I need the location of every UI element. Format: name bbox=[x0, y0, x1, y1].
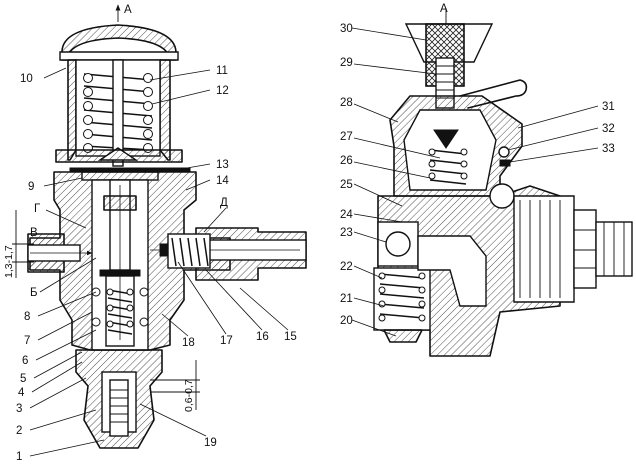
letter-d: Д bbox=[220, 197, 228, 209]
right-leaders bbox=[351, 27, 599, 337]
callout-19: 19 bbox=[204, 437, 217, 449]
callout-4: 4 bbox=[18, 387, 25, 399]
adjusting-screw bbox=[109, 379, 129, 437]
top-screw-thread bbox=[436, 65, 454, 99]
section-mark-a-left: А bbox=[124, 4, 132, 16]
bottom-plug-20 bbox=[383, 329, 423, 343]
upper-valve-cone bbox=[433, 129, 459, 149]
right-valve-view: А bbox=[340, 3, 633, 357]
callout-28: 28 bbox=[340, 97, 353, 109]
spring-guide-rod bbox=[112, 59, 124, 167]
pin-32 bbox=[498, 146, 510, 158]
side-seal-ring-c bbox=[139, 287, 149, 297]
callout-21: 21 bbox=[340, 293, 353, 305]
side-channel bbox=[417, 235, 487, 307]
callout-22: 22 bbox=[340, 261, 353, 273]
callout-13: 13 bbox=[216, 159, 229, 171]
lower-spring bbox=[106, 288, 134, 335]
callout-33: 33 bbox=[602, 143, 615, 155]
callout-2: 2 bbox=[16, 425, 22, 437]
callout-31: 31 bbox=[602, 101, 615, 113]
callout-32: 32 bbox=[602, 123, 615, 135]
callout-9: 9 bbox=[28, 181, 34, 193]
pin-33 bbox=[499, 159, 511, 167]
callout-11: 11 bbox=[216, 65, 228, 77]
inlet-port-v bbox=[27, 233, 93, 273]
callout-16: 16 bbox=[256, 331, 269, 343]
ball-23 bbox=[385, 231, 411, 257]
callout-7: 7 bbox=[24, 335, 30, 347]
callout-25: 25 bbox=[340, 179, 353, 191]
letter-b: Б bbox=[30, 287, 38, 299]
section-mark-a-right: А bbox=[440, 3, 448, 15]
upper-small-spring bbox=[428, 148, 468, 185]
letter-v: В bbox=[30, 227, 38, 239]
callout-12: 12 bbox=[216, 85, 229, 97]
callout-20: 20 bbox=[340, 315, 353, 327]
dimension-1-3-1-7: 1,3-1,7 bbox=[3, 210, 34, 278]
side-bore bbox=[489, 183, 515, 209]
dim-0-6-0-7-text: 0,6-0,7 bbox=[183, 379, 195, 412]
dim-1-3-1-7-text: 1,3-1,7 bbox=[3, 245, 15, 278]
side-seal-ring-d bbox=[139, 317, 149, 327]
callout-15: 15 bbox=[284, 331, 297, 343]
callout-24: 24 bbox=[340, 209, 353, 221]
letter-g: Г bbox=[34, 203, 41, 215]
top-bonnet-cavity bbox=[403, 109, 497, 191]
section-arrow-a-left: А bbox=[115, 4, 132, 22]
callout-30: 30 bbox=[340, 23, 353, 35]
left-leaders bbox=[29, 67, 289, 457]
section-arrow-a-right: А bbox=[440, 3, 448, 24]
side-seal-ring-b bbox=[91, 317, 101, 327]
relief-valve-assembly bbox=[159, 233, 211, 269]
dome-cap-rim bbox=[59, 51, 179, 61]
cover-flange bbox=[55, 149, 183, 163]
callout-3: 3 bbox=[16, 403, 22, 415]
callout-17: 17 bbox=[220, 335, 233, 347]
dimension-0-6-0-7: 0,6-0,7 bbox=[150, 360, 200, 412]
callout-26: 26 bbox=[340, 155, 353, 167]
callout-23: 23 bbox=[340, 227, 353, 239]
callout-1: 1 bbox=[16, 451, 22, 463]
adjusting-screw-thread bbox=[110, 389, 128, 423]
callout-6: 6 bbox=[22, 355, 28, 367]
callout-10: 10 bbox=[20, 73, 33, 85]
left-valve-view: А bbox=[3, 4, 307, 463]
release-lever bbox=[459, 79, 528, 109]
callout-14: 14 bbox=[216, 175, 229, 187]
right-fitting bbox=[513, 195, 633, 303]
callout-29: 29 bbox=[340, 57, 353, 69]
callout-8: 8 bbox=[24, 311, 30, 323]
outlet-pipe-right bbox=[150, 227, 307, 281]
callout-18: 18 bbox=[182, 337, 195, 349]
callout-27: 27 bbox=[340, 131, 353, 143]
callout-5: 5 bbox=[20, 373, 26, 385]
